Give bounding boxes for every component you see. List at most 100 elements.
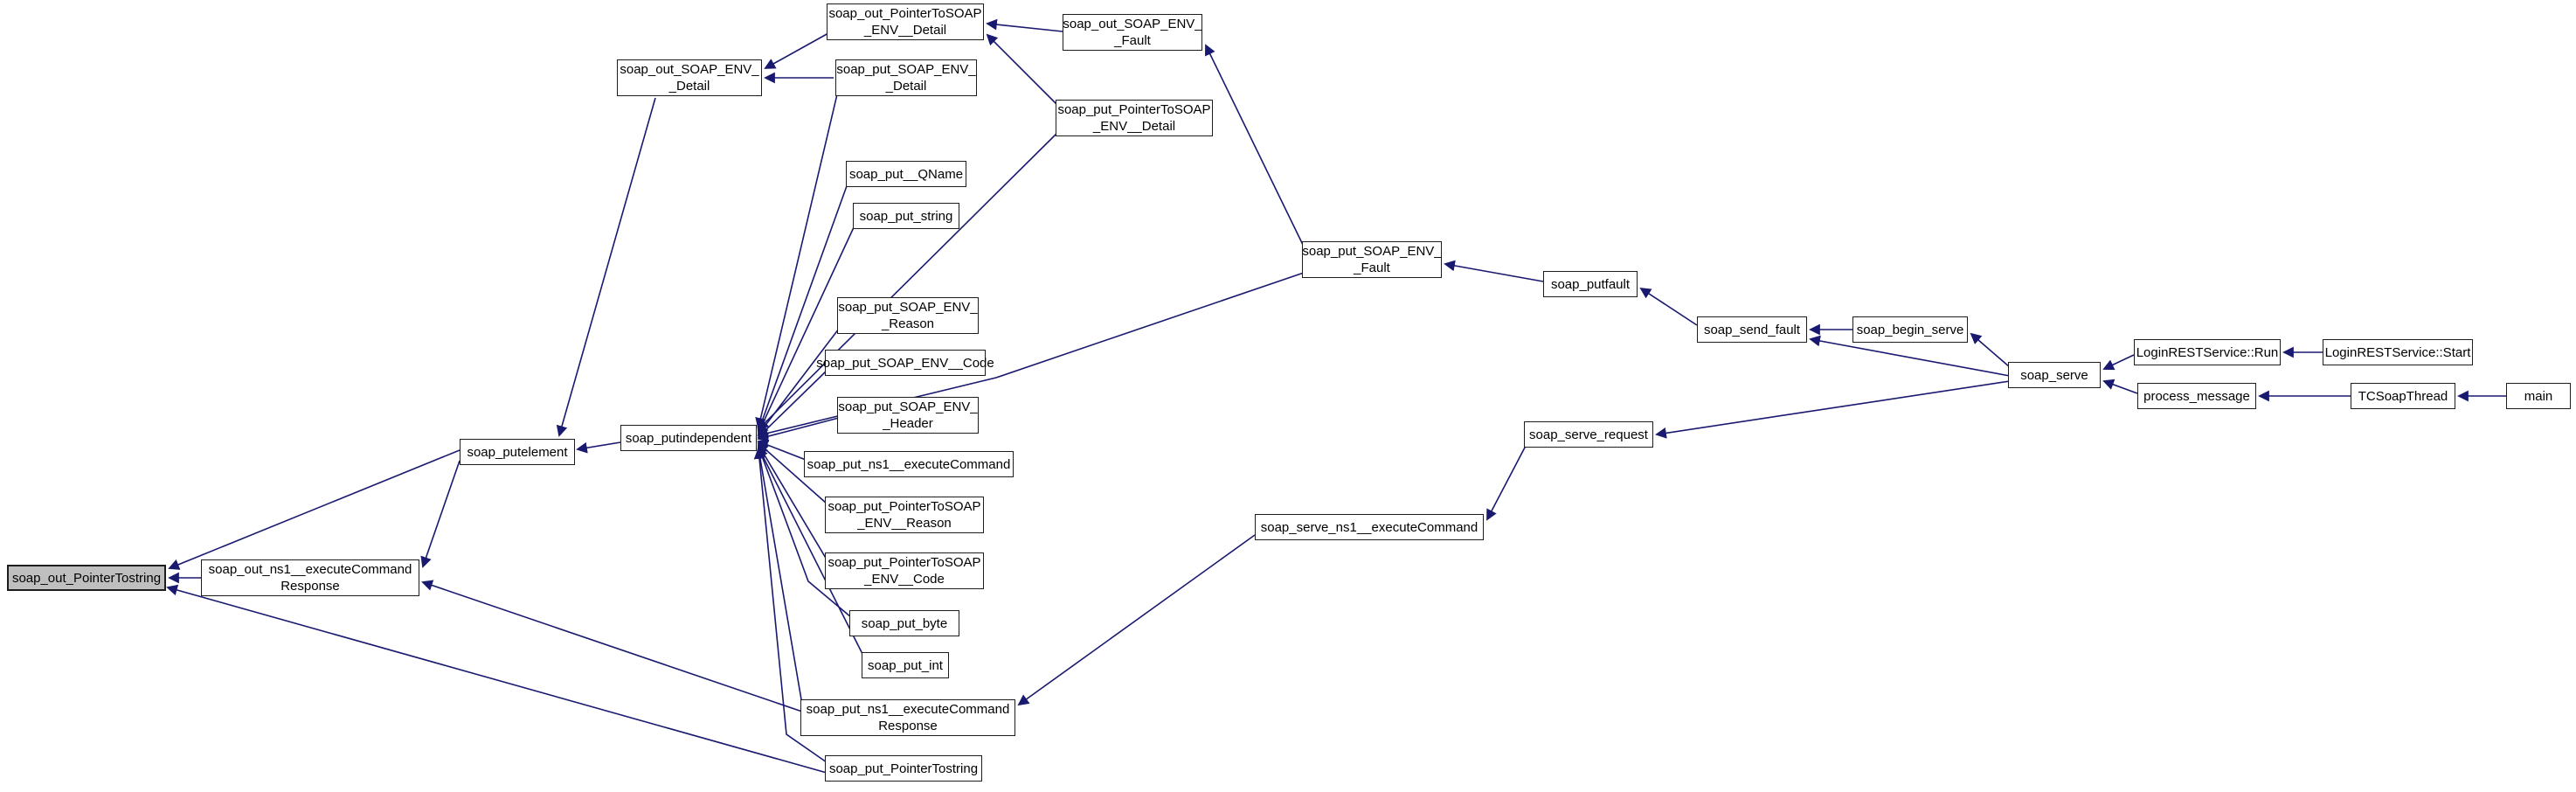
graph-node-soap_put_SOAP_ENV__Reason[interactable]: soap_put_SOAP_ENV__Reason — [837, 297, 979, 334]
node-label-line: soap_put_PointerToSOAP — [828, 555, 981, 570]
node-label-line: TCSoapThread — [2358, 388, 2448, 404]
graph-node-soap_begin_serve[interactable]: soap_begin_serve — [1852, 316, 1968, 343]
node-label-line: soap_put_PointerToSOAP — [828, 499, 981, 514]
node-label-line: soap_put_ns1__executeCommand — [807, 456, 1011, 472]
node-label-line: soap_putfault — [1550, 276, 1631, 292]
node-label-line: process_message — [2143, 388, 2250, 404]
node-label-line: soap_serve_ns1__executeCommand — [1260, 519, 1478, 535]
graph-node-soap_put_string[interactable]: soap_put_string — [853, 203, 959, 229]
node-label-line: soap_put_PointerTostring — [828, 761, 979, 776]
graph-node-soap_serve_request[interactable]: soap_serve_request — [1524, 421, 1653, 448]
node-label-line: soap_out_PointerToSOAP — [828, 6, 982, 21]
edge-soap_serve--soap_serve_request — [1655, 380, 2011, 439]
edge-soap_serve_ns1__executeCommand--soap_put_ns1__executeCommandResponse — [1017, 534, 1256, 706]
node-label-line: soap_putelement — [467, 444, 568, 460]
node-label-line: soap_out_ns1__executeCommand — [208, 562, 412, 577]
node-label-line: soap_put_SOAP_ENV_ — [838, 399, 978, 414]
node-label-line: soap_serve — [2020, 367, 2088, 383]
node-label-line: _Fault — [1114, 33, 1151, 48]
node-label-line: soap_out_SOAP_ENV_ — [620, 62, 759, 77]
graph-node-soap_putfault[interactable]: soap_putfault — [1543, 271, 1638, 297]
edge-soap_putelement--soap_out_PointerTostring — [168, 449, 460, 570]
node-label-line: soap_serve_request — [1529, 427, 1648, 442]
graph-node-TCSoapThread[interactable]: TCSoapThread — [2351, 383, 2455, 409]
graph-node-soap_put_byte[interactable]: soap_put_byte — [849, 610, 959, 636]
graph-node-soap_putelement[interactable]: soap_putelement — [460, 439, 575, 465]
graph-node-soap_putindependent[interactable]: soap_putindependent — [620, 425, 757, 451]
graph-node-soap_put_PointerToSOAP_ENV__Code[interactable]: soap_put_PointerToSOAP _ENV__Code — [825, 552, 984, 589]
graph-node-soap_put__QName[interactable]: soap_put__QName — [846, 161, 966, 187]
edge-soap_putfault--soap_put_SOAP_ENV__Fault — [1444, 260, 1544, 282]
edge-soap_put_PointerTostring--soap_out_PointerTostring — [166, 584, 828, 774]
node-label-line: soap_put_SOAP_ENV_ — [838, 300, 978, 315]
edge-soap_put_PointerToSOAP_ENV__Reason--soap_putindependent — [757, 441, 828, 504]
node-label-line: soap_putindependent — [625, 430, 752, 446]
node-label-line: LoginRESTService::Run — [2136, 344, 2279, 360]
graph-node-soap_out_PointerToSOAP_ENV__Detail[interactable]: soap_out_PointerToSOAP_ENV__Detail — [827, 3, 984, 40]
edge-soap_put_SOAP_ENV__Header--soap_putindependent — [757, 417, 840, 442]
edge-soap_put_byte--soap_putindependent — [756, 445, 852, 618]
graph-node-soap_out_SOAP_ENV__Detail[interactable]: soap_out_SOAP_ENV_ _Detail — [617, 59, 762, 96]
graph-node-soap_out_PointerTostring[interactable]: soap_out_PointerTostring — [7, 565, 166, 591]
edge-soap_out_PointerToSOAP_ENV__Detail--soap_out_SOAP_ENV__Detail — [764, 32, 829, 69]
edge-soap_putelement--soap_out_ns1__executeCommandResponse — [420, 460, 460, 568]
graph-node-soap_out_SOAP_ENV__Fault[interactable]: soap_out_SOAP_ENV_ _Fault — [1063, 14, 1202, 51]
node-label-line: soap_out_PointerTostring — [11, 570, 162, 586]
node-label-line: soap_put_byte — [861, 615, 948, 631]
node-label-line: _Fault — [1354, 261, 1390, 275]
graph-node-soap_put_SOAP_ENV__Code[interactable]: soap_put_SOAP_ENV__Code — [816, 350, 994, 376]
edge-soap_putindependent--soap_putelement — [576, 441, 621, 454]
graph-node-LoginRESTService__Start[interactable]: LoginRESTService::Start — [2323, 339, 2473, 365]
edge-soap_serve--soap_begin_serve — [1970, 332, 2011, 368]
edge-soap_put_string--soap_putindependent — [757, 225, 855, 434]
node-label-line: _Header — [883, 416, 933, 431]
graph-node-main[interactable]: main — [2506, 383, 2571, 409]
edge-soap_put_SOAP_ENV__Reason--soap_putindependent — [757, 328, 840, 436]
node-label-line: main — [2524, 388, 2553, 404]
node-label-line: _ENV__Reason — [857, 516, 952, 531]
graph-node-soap_put_PointerToSOAP_ENV__Reason[interactable]: soap_put_PointerToSOAP _ENV__Reason — [825, 497, 984, 533]
node-label-line: soap_put_int — [868, 657, 943, 673]
graph-node-soap_put_PointerTostring[interactable]: soap_put_PointerTostring — [825, 755, 982, 782]
graph-node-soap_put_SOAP_ENV__Fault[interactable]: soap_put_SOAP_ENV_ _Fault — [1302, 241, 1442, 278]
node-label-line: soap_put__QName — [848, 166, 964, 182]
edge-soap_put_PointerToSOAP_ENV__Detail--soap_out_PointerToSOAP_ENV__Detail — [986, 33, 1058, 106]
node-label-line: soap_put_SOAP_ENV_ — [1302, 244, 1442, 259]
graph-node-soap_serve_ns1__executeCommand[interactable]: soap_serve_ns1__executeCommand — [1255, 514, 1484, 540]
edge-soap_put_PointerTostring--soap_putindependent — [753, 448, 828, 763]
node-label-line: soap_put_PointerToSOAP — [1057, 102, 1211, 117]
edge-soap_serve_request--soap_serve_ns1__executeCommand — [1486, 445, 1527, 521]
node-label-line: _Reason — [881, 316, 935, 331]
edge-soap_put_ns1__executeCommandResponse--soap_putindependent — [754, 447, 803, 705]
edge-soap_put_SOAP_ENV__Detail--soap_putindependent — [755, 94, 838, 429]
graph-node-soap_send_fault[interactable]: soap_send_fault — [1697, 316, 1807, 343]
graph-node-LoginRESTService__Run[interactable]: LoginRESTService::Run — [2134, 339, 2281, 365]
node-label-line: Response — [878, 719, 938, 733]
edge-soap_put_PointerToSOAP_ENV__Detail--soap_putindependent — [757, 132, 1058, 431]
node-label-line: soap_put_ns1__executeCommand — [806, 702, 1010, 717]
graph-node-soap_put_SOAP_ENV__Detail[interactable]: soap_put_SOAP_ENV_ _Detail — [835, 59, 977, 96]
node-label-line: _ENV__Code — [864, 572, 945, 587]
node-label-line: soap_put_SOAP_ENV_ — [836, 62, 976, 77]
graph-node-soap_put_ns1__executeCommand[interactable]: soap_put_ns1__executeCommand — [804, 451, 1014, 477]
graph-node-soap_serve[interactable]: soap_serve — [2008, 362, 2101, 388]
edge-soap_put_SOAP_ENV__Fault--soap_out_SOAP_ENV__Fault — [1205, 44, 1305, 247]
edge-soap_out_SOAP_ENV__Fault--soap_out_PointerToSOAP_ENV__Detail — [986, 18, 1063, 32]
node-label-line: _ENV__Detail — [1092, 119, 1176, 134]
graph-node-soap_put_PointerToSOAP_ENV__Detail[interactable]: soap_put_PointerToSOAP _ENV__Detail — [1056, 100, 1213, 136]
node-label-line: _Detail — [885, 79, 927, 94]
node-label-line: soap_put_SOAP_ENV__Code — [816, 355, 994, 371]
edge-soap_send_fault--soap_putfault — [1639, 287, 1698, 326]
edge-process_message--soap_serve — [2102, 379, 2138, 394]
graph-node-soap_put_int[interactable]: soap_put_int — [862, 652, 949, 678]
edge-soap_put__QName--soap_putindependent — [756, 183, 848, 433]
graph-node-process_message[interactable]: process_message — [2137, 383, 2256, 409]
node-label-line: soap_out_SOAP_ENV_ — [1063, 17, 1202, 31]
graph-node-soap_put_SOAP_ENV__Header[interactable]: soap_put_SOAP_ENV_ _Header — [837, 397, 979, 434]
node-label-line: _Detail — [668, 79, 710, 94]
edge-soap_serve--soap_send_fault — [1809, 335, 2011, 377]
